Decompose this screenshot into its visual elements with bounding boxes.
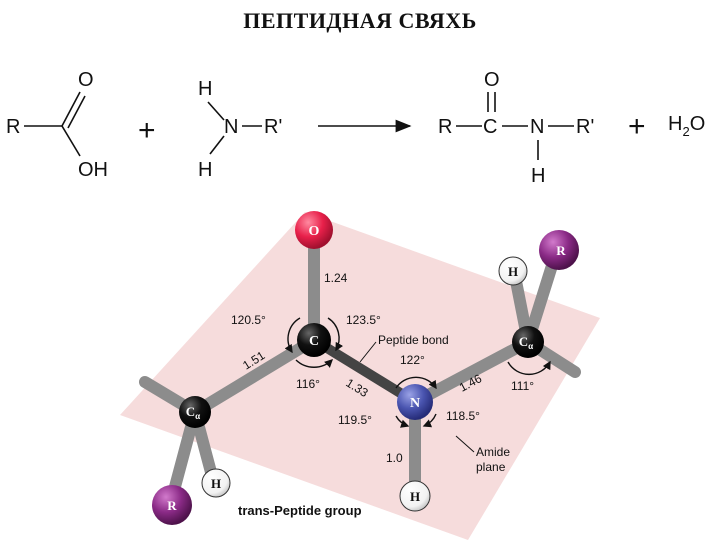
product-o: O	[484, 69, 500, 91]
water-sub: 2	[682, 124, 689, 139]
acid-double-bond-b	[67, 95, 86, 129]
peptide-bond-pointer	[359, 341, 377, 363]
angle-n-ca: 111°	[511, 379, 534, 393]
svg-text:Cα: Cα	[519, 334, 533, 351]
r-right-label: R	[556, 243, 566, 258]
plus-sign-2: +	[628, 110, 646, 143]
amine-h-bottom: H	[198, 159, 212, 181]
caption: trans-Peptide group	[238, 503, 362, 518]
acid-r: R	[6, 116, 20, 138]
amide-plane-label-1: Amide	[476, 445, 510, 459]
product-h: H	[531, 165, 545, 187]
ca-right-sphere	[512, 326, 544, 358]
h-amide-sphere	[399, 480, 431, 512]
h-left-label: H	[211, 476, 221, 491]
product-n: N	[530, 116, 544, 138]
n-sphere	[397, 384, 433, 420]
amide-plane	[120, 212, 600, 540]
arc-ca-c-o	[284, 317, 301, 354]
angle-c-n-h: 119.5°	[338, 413, 372, 427]
product-r-prime: R'	[576, 116, 594, 138]
acid-oh: OH	[78, 159, 108, 181]
page-title: ПЕПТИДНАЯ СВЯХЬ	[243, 8, 477, 33]
product-c: C	[483, 116, 497, 138]
acid-o: O	[78, 69, 94, 91]
water-formula: H2O	[668, 113, 705, 139]
atom-h-left: H	[201, 468, 231, 498]
ca-right-sub: α	[528, 341, 533, 351]
acid-bond-c-oh	[61, 125, 81, 157]
atom-ca-right: Cα	[512, 326, 544, 358]
atom-h-right: H	[498, 256, 528, 286]
reaction-equation: R O OH + H N R' H R C O N R' H + H2O	[6, 69, 705, 187]
bond-c-n	[309, 335, 420, 407]
arc-ca-n-h	[422, 413, 437, 428]
arc-o-c-n	[327, 317, 344, 352]
peptide-model: R H Cα O C N H H	[120, 211, 600, 540]
amine-n: N	[224, 116, 238, 138]
angle-o-c-n: 123.5°	[346, 313, 381, 327]
arc-ca-c-n	[295, 359, 334, 368]
arc-c-n-h	[395, 415, 410, 428]
amide-plane-pointer	[455, 435, 475, 453]
ca-left-label: C	[186, 404, 195, 419]
h-left-sphere	[201, 468, 231, 498]
amine-r-prime: R'	[264, 116, 282, 138]
angle-ca-c-n: 116°	[296, 377, 320, 391]
ca-left-sphere	[179, 396, 211, 428]
arc-c-n-ca	[395, 376, 437, 390]
atom-o: O	[295, 211, 333, 249]
acid-double-bond-a	[61, 91, 81, 127]
atom-n: N	[397, 384, 433, 420]
arc-n-ca	[507, 360, 551, 376]
h-amide-label: H	[410, 489, 420, 504]
c-label: C	[309, 334, 319, 349]
r-left-label: R	[167, 498, 177, 513]
o-label: O	[309, 224, 320, 239]
plus-sign-1: +	[138, 114, 156, 147]
atom-h-amide: H	[399, 480, 431, 512]
amine-bond-h-top	[207, 101, 225, 121]
ca-left-sub: α	[195, 411, 200, 421]
peptide-bond-label: Peptide bond	[378, 333, 449, 347]
svg-text:Cα: Cα	[186, 404, 200, 421]
angle-c-n-ca: 122°	[400, 353, 425, 367]
n-label: N	[410, 396, 420, 411]
water-h: H	[668, 113, 682, 135]
bond-ca-c	[189, 334, 320, 418]
ca-right-label: C	[519, 334, 528, 349]
length-n-h: 1.0	[386, 451, 403, 465]
amine-h-top: H	[198, 78, 212, 100]
atom-ca-left: Cα	[179, 396, 211, 428]
angle-ca-n-h: 118.5°	[446, 409, 480, 423]
water-o: O	[690, 113, 706, 135]
o-sphere	[295, 211, 333, 249]
amide-plane-label-2: plane	[476, 460, 506, 474]
amine-bond-h-bottom	[209, 135, 225, 155]
length-c-o: 1.24	[324, 271, 348, 285]
r-right-sphere	[539, 230, 579, 270]
h-right-sphere	[498, 256, 528, 286]
atom-r-right: R	[539, 230, 579, 270]
c-sphere	[297, 323, 331, 357]
angle-ca-c-o: 120.5°	[231, 313, 266, 327]
atom-r-left: R	[152, 485, 192, 525]
bond-n-ca	[409, 336, 534, 408]
r-left-sphere	[152, 485, 192, 525]
h-right-label: H	[508, 264, 518, 279]
atom-c: C	[297, 323, 331, 357]
angle-arcs	[284, 317, 551, 428]
product-r: R	[438, 116, 452, 138]
